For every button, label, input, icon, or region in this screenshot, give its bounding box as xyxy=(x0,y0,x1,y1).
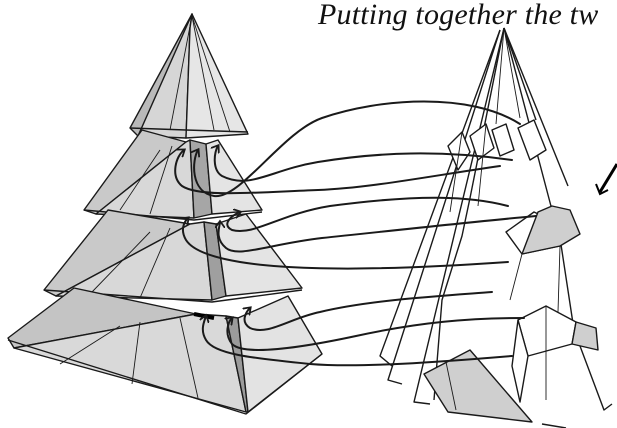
assembled-tree xyxy=(8,14,322,414)
tree-tier-2 xyxy=(44,210,302,302)
tree-top-cone xyxy=(130,14,248,138)
right-edge-mark xyxy=(596,164,617,194)
arrow-top-1 xyxy=(194,102,520,197)
tree-bottom-tier xyxy=(8,288,322,414)
tree-tier-1 xyxy=(84,130,262,220)
